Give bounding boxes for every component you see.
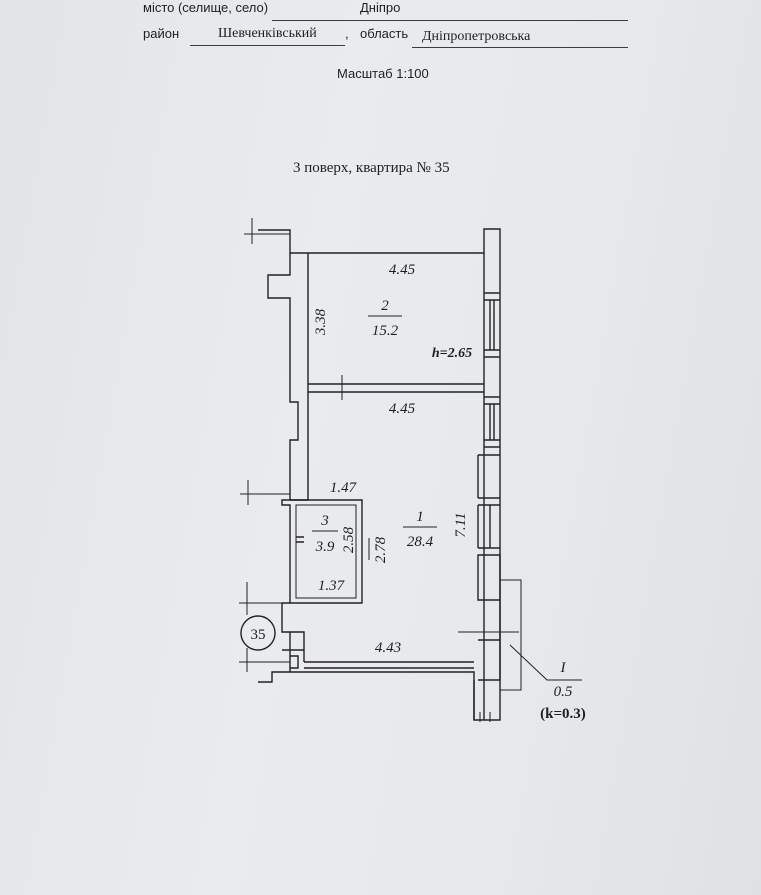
balcony-coefficient: (k=0.3) bbox=[540, 706, 586, 722]
district-separator: , bbox=[345, 26, 349, 41]
room3-width-bottom: 1.37 bbox=[318, 578, 346, 594]
room2-depth: 3.38 bbox=[313, 308, 329, 336]
left-wall-profile bbox=[267, 253, 299, 672]
district-value: Шевченківський bbox=[218, 26, 317, 41]
apartment-number-circle bbox=[240, 615, 276, 651]
room3-width-top: 1.47 bbox=[330, 480, 358, 496]
room3-depth: 2.58 bbox=[341, 526, 357, 553]
room2-number: 2 bbox=[381, 298, 389, 314]
entrance bbox=[282, 631, 305, 669]
apartment-number: 35 bbox=[251, 627, 266, 643]
room2-area: 15.2 bbox=[372, 323, 399, 339]
region-label: область bbox=[360, 26, 409, 41]
district-underline bbox=[190, 45, 345, 46]
room1-area: 28.4 bbox=[407, 534, 434, 550]
outer-wall bbox=[258, 228, 501, 721]
ceiling-height: h=2.65 bbox=[432, 346, 472, 361]
window-1 bbox=[484, 292, 500, 358]
region-value: Дніпропетровська bbox=[422, 29, 531, 44]
region-underline bbox=[412, 47, 628, 48]
room1-number: 1 bbox=[416, 509, 424, 525]
balcony-outline bbox=[500, 579, 522, 691]
balcony-wall bbox=[473, 554, 501, 720]
district-label: район bbox=[143, 26, 180, 41]
room1-depth: 7.11 bbox=[453, 512, 469, 537]
room2-width: 4.45 bbox=[389, 262, 416, 278]
balcony-area: 0.5 bbox=[554, 684, 573, 700]
window-3 bbox=[477, 454, 500, 499]
window-4 bbox=[477, 504, 500, 549]
room1-width-top: 4.45 bbox=[389, 401, 416, 417]
room3-wall bbox=[290, 499, 363, 604]
city-underline bbox=[272, 20, 628, 21]
window-2 bbox=[484, 396, 500, 448]
balcony-number: I bbox=[560, 660, 567, 676]
dim-ticks bbox=[239, 218, 519, 722]
plan-title: 3 поверх, квартира № 35 bbox=[293, 160, 450, 176]
balcony-leader bbox=[509, 644, 582, 681]
room1-width-bottom: 4.43 bbox=[375, 640, 401, 656]
scale-text: Масштаб 1:100 bbox=[337, 66, 429, 81]
city-label: місто (селище, село) bbox=[143, 0, 269, 15]
partition-2-1 bbox=[308, 383, 484, 393]
room3-number: 3 bbox=[320, 513, 329, 529]
room1-inner-depth: 2.78 bbox=[373, 536, 389, 563]
city-value: Дніпро bbox=[360, 0, 401, 15]
room3-area: 3.9 bbox=[315, 539, 335, 555]
bottom-wall bbox=[304, 661, 474, 669]
